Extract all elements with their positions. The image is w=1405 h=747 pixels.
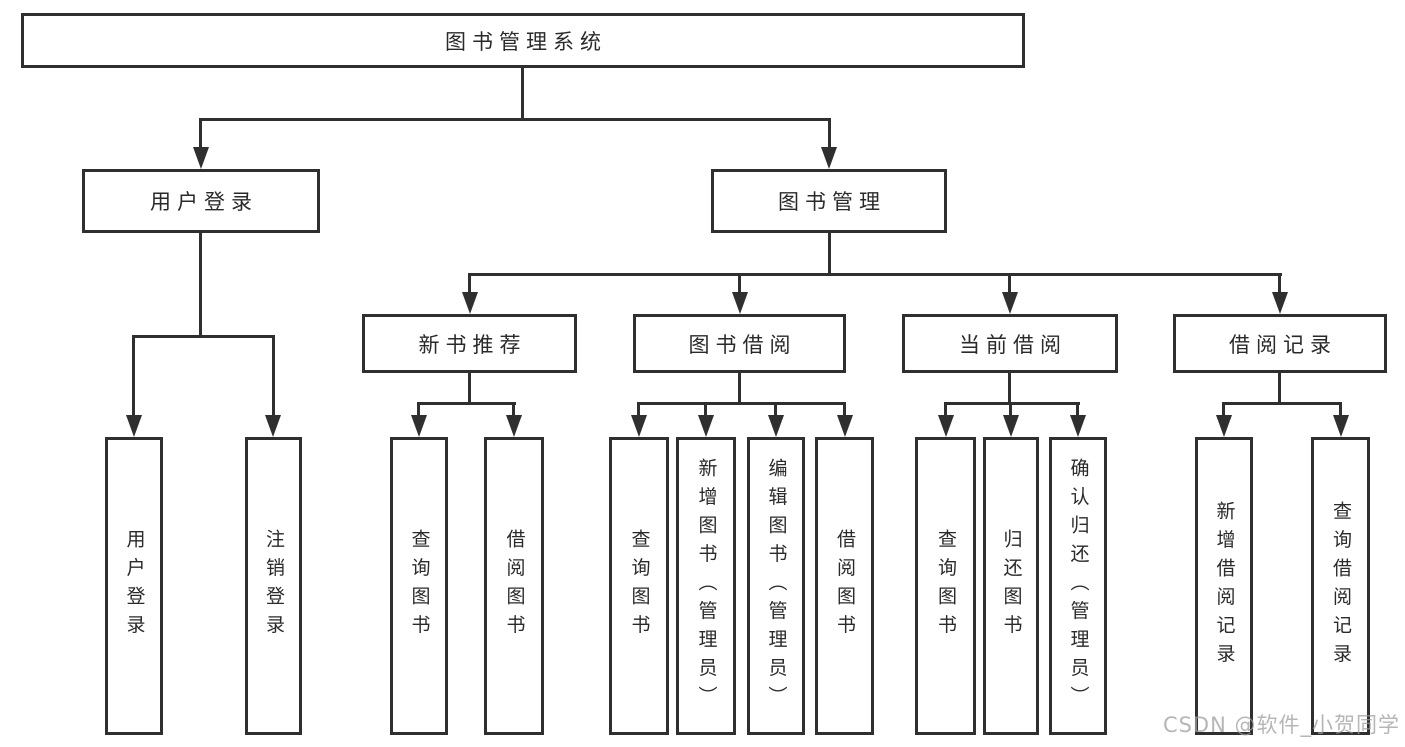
node-label: 用户登录 [150, 190, 258, 214]
node-label: 借阅记录 [1229, 332, 1337, 357]
node-label: 查询图书 [935, 529, 957, 643]
node-label: 归还图书 [1000, 529, 1023, 643]
node-label: 新增借阅记录 [1213, 500, 1236, 672]
node-query-books-current: 查询图书 [915, 437, 976, 735]
node-login-leaf: 用户登录 [105, 437, 163, 735]
arrowhead-icon [732, 292, 748, 314]
connector-line [828, 118, 831, 151]
csdn-watermark: CSDN @软件_小贺同学 [1162, 713, 1400, 737]
node-query-books-recommend: 查询图书 [390, 437, 448, 735]
arrowhead-icon [1216, 415, 1232, 437]
arrowhead-icon [837, 415, 853, 437]
connector-line [637, 402, 846, 405]
connector-line [1222, 402, 1225, 417]
connector-line [512, 402, 515, 417]
connector-line [828, 233, 831, 276]
connector-line [738, 273, 741, 295]
connector-line [521, 68, 524, 121]
connector-line [1278, 273, 1281, 295]
node-borrow-books-recommend: 借阅图书 [484, 437, 544, 735]
node-label: 图书管理系统 [445, 29, 607, 54]
connector-line [272, 335, 275, 417]
connector-line [417, 402, 420, 417]
node-label: 新书推荐 [418, 332, 527, 357]
connector-line [468, 273, 1282, 276]
connector-line [637, 402, 640, 417]
arrowhead-icon [821, 147, 837, 169]
node-book-borrowing: 图书借阅 [633, 314, 846, 373]
connector-line [1009, 402, 1012, 417]
connector-line [417, 402, 516, 405]
connector-line [199, 118, 202, 151]
node-add-borrow-record: 新增借阅记录 [1195, 437, 1253, 735]
connector-line [1339, 402, 1342, 417]
arrowhead-icon [193, 147, 209, 169]
node-current-borrowing: 当前借阅 [902, 314, 1118, 373]
arrowhead-icon [698, 415, 714, 437]
node-label: 借阅图书 [503, 529, 526, 643]
node-logout-leaf: 注销登录 [245, 437, 302, 735]
connector-line [468, 273, 471, 295]
connector-line [199, 233, 202, 338]
arrowhead-icon [938, 415, 954, 437]
connector-line [704, 402, 707, 417]
arrowhead-icon [1002, 292, 1018, 314]
node-label: 查询图书 [628, 529, 651, 643]
node-borrow-books-borrowing: 借阅图书 [815, 437, 874, 735]
connector-line [774, 402, 777, 417]
node-book-management: 图书管理 [711, 169, 947, 233]
arrowhead-icon [1272, 292, 1288, 314]
node-label: 查询借阅记录 [1330, 500, 1352, 672]
connector-line [132, 335, 135, 417]
node-edit-book-admin: 编辑图书（管理员） [747, 437, 805, 735]
connector-line [1222, 402, 1342, 405]
arrowhead-icon [411, 415, 427, 437]
node-borrowing-records: 借阅记录 [1173, 314, 1387, 373]
arrowhead-icon [265, 415, 281, 437]
node-label: 借阅图书 [834, 529, 856, 643]
arrowhead-icon [506, 415, 522, 437]
connector-line [1076, 402, 1079, 417]
node-label: 图书管理 [778, 190, 886, 214]
connector-line [1278, 373, 1281, 405]
node-confirm-return-admin: 确认归还（管理员） [1049, 437, 1107, 735]
arrowhead-icon [1070, 415, 1086, 437]
node-label: 注销登录 [263, 529, 285, 643]
connector-line [132, 335, 275, 338]
node-add-book-admin: 新增图书（管理员） [676, 437, 736, 735]
node-new-book-recommend: 新书推荐 [362, 314, 577, 373]
node-label: 查询图书 [408, 529, 431, 643]
connector-line [1008, 373, 1011, 405]
node-label: 编辑图书（管理员） [765, 457, 788, 715]
arrowhead-icon [462, 292, 478, 314]
connector-line [1008, 273, 1011, 295]
arrowhead-icon [631, 415, 647, 437]
node-return-books: 归还图书 [983, 437, 1039, 735]
connector-line [944, 402, 947, 417]
node-label: 图书借阅 [688, 332, 797, 357]
node-user-login: 用户登录 [82, 169, 320, 233]
node-label: 新增图书（管理员） [695, 457, 718, 715]
node-label: 当前借阅 [959, 332, 1067, 357]
node-query-borrow-record: 查询借阅记录 [1311, 437, 1370, 735]
node-label: 确认归还（管理员） [1067, 457, 1090, 715]
connector-line [468, 373, 471, 405]
arrowhead-icon [1003, 415, 1019, 437]
connector-line [843, 402, 846, 417]
connector-line [738, 373, 741, 405]
arrowhead-icon [126, 415, 142, 437]
node-library-system: 图书管理系统 [21, 13, 1025, 68]
arrowhead-icon [1333, 415, 1349, 437]
node-label: 用户登录 [123, 529, 146, 643]
connector-line [944, 402, 1080, 405]
node-query-books-borrowing: 查询图书 [609, 437, 669, 735]
arrowhead-icon [768, 415, 784, 437]
connector-line [199, 118, 831, 121]
